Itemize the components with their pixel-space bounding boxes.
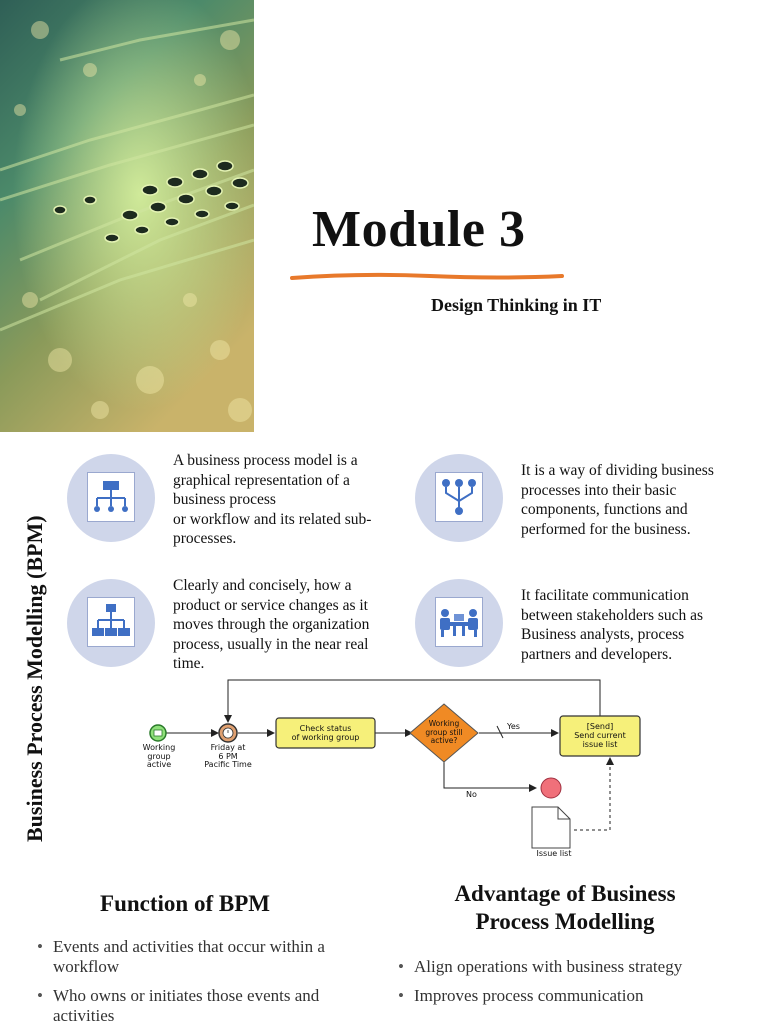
- issue-list-label: Issue list: [536, 849, 572, 858]
- list-item: Align operations with business strategy: [398, 957, 728, 977]
- check-status-task: [275, 717, 376, 749]
- function-of-bpm-title: Function of BPM: [100, 891, 270, 916]
- hierarchy-icon-circle: [67, 454, 155, 542]
- bpm-item-4-text: It facilitate communication between stak…: [521, 587, 704, 663]
- no-label: No: [466, 790, 477, 799]
- gateway-label: Working group still active?: [425, 719, 463, 745]
- list-item: Events and activities that occur within …: [37, 937, 357, 977]
- bpm-vertical-title: Business Process Modelling (BPM): [22, 515, 47, 842]
- timer-event-label: Friday at 6 PM Pacific Time: [204, 743, 252, 769]
- bpmn-process-diagram: [149, 679, 641, 849]
- org-chart-icon: [92, 604, 130, 636]
- advantage-title: Advantage of Business Process Modelling: [454, 881, 676, 934]
- meeting-icon: [440, 609, 478, 637]
- title-slide: Module 3 Design Thinking in IT: [0, 0, 768, 432]
- meeting-icon-circle: [415, 579, 503, 667]
- bpm-item-3-text: Clearly and concisely, how a product or …: [173, 577, 370, 672]
- circuit-board-photo: [0, 0, 254, 432]
- advantage-bullet-list: Align operations with business strategy …: [398, 957, 728, 1015]
- bpm-slide: Business Process Modelling (BPM) A busin…: [0, 432, 768, 878]
- send-task-label: [Send] Send current issue list: [574, 722, 626, 749]
- hierarchy-icon: [94, 481, 128, 512]
- send-issue-list-task: [559, 715, 641, 757]
- end-event-icon: [540, 777, 562, 799]
- function-bullet-list: Events and activities that occur within …: [37, 937, 357, 1035]
- function-advantage-slide: Function of BPM Events and activities th…: [0, 878, 768, 1025]
- branch-icon: [442, 479, 476, 515]
- org-chart-icon-circle: [67, 579, 155, 667]
- branch-icon-circle: [415, 454, 503, 542]
- yes-label: Yes: [507, 722, 520, 731]
- list-item: Improves process communication: [398, 986, 728, 1006]
- issue-list-document-icon: [531, 806, 571, 849]
- module-title: Module 3: [312, 201, 526, 258]
- title-underline: [290, 272, 564, 280]
- decision-gateway: [409, 703, 479, 763]
- list-item: Who owns or initiates those events and a…: [37, 986, 357, 1026]
- bpm-item-1-text: A business process model is a graphical …: [173, 452, 372, 547]
- start-event-label: Working group active: [142, 743, 176, 769]
- check-status-label: Check status of working group: [291, 724, 360, 742]
- module-subtitle: Design Thinking in IT: [431, 295, 602, 315]
- bpm-item-2-text: It is a way of dividing business process…: [521, 462, 714, 538]
